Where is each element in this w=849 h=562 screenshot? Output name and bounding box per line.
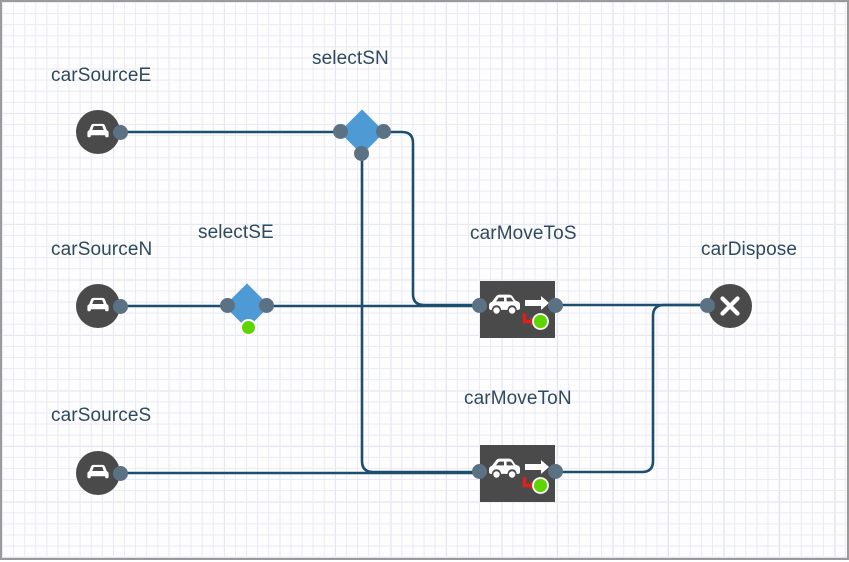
car-front-icon — [87, 123, 109, 138]
selectSN-port-in[interactable] — [333, 124, 348, 139]
edge-selectSN-carMoveToN[interactable] — [360, 154, 484, 474]
label-carSourceS: carSourceS — [51, 405, 152, 426]
carSourceS-port-out[interactable] — [113, 466, 128, 481]
carMoveToS-port-in[interactable] — [472, 298, 487, 313]
node-carMoveToS[interactable] — [472, 281, 563, 338]
selectSE-port-out2-active[interactable] — [240, 319, 257, 336]
car-front-icon — [87, 464, 109, 479]
node-carSourceE[interactable] — [76, 110, 128, 154]
node-carMoveToN[interactable] — [472, 445, 563, 502]
label-carMoveToS: carMoveToS — [470, 223, 577, 244]
car-front-icon — [87, 297, 109, 312]
edge-carMoveToN-carDispose[interactable] — [552, 303, 712, 474]
edge-selectSN-carMoveToS[interactable] — [384, 130, 484, 307]
carSourceE-body[interactable] — [76, 110, 120, 154]
carMoveToS-body[interactable] — [480, 281, 555, 338]
label-carSourceE: carSourceE — [51, 65, 152, 86]
label-carDispose: carDispose — [701, 239, 798, 260]
carMoveToN-port-out[interactable] — [548, 464, 563, 479]
carSourceS-body[interactable] — [76, 451, 120, 495]
label-carSourceN: carSourceN — [51, 239, 153, 260]
close-x-icon — [720, 296, 740, 316]
carMoveToN-port-in[interactable] — [472, 464, 487, 479]
carSourceN-port-out[interactable] — [113, 299, 128, 314]
selectSE-port-out1[interactable] — [259, 298, 274, 313]
car-move-icon — [488, 458, 549, 494]
carMoveToN-body[interactable] — [480, 445, 555, 502]
node-carSourceN[interactable] — [76, 284, 128, 328]
carDispose-port-in[interactable] — [700, 298, 715, 313]
selectSN-port-out2[interactable] — [354, 146, 369, 161]
selectSN-port-out1[interactable] — [376, 124, 391, 139]
label-selectSN: selectSN — [312, 48, 389, 69]
label-carMoveToN: carMoveToN — [464, 388, 572, 409]
selectSE-port-in[interactable] — [220, 298, 235, 313]
label-selectSE: selectSE — [198, 222, 274, 243]
node-carDispose[interactable] — [700, 284, 752, 328]
carSourceE-port-out[interactable] — [113, 125, 128, 140]
carMoveToS-port-out[interactable] — [548, 298, 563, 313]
node-carSourceS[interactable] — [76, 451, 128, 495]
carSourceN-body[interactable] — [76, 284, 120, 328]
node-selectSN[interactable] — [333, 109, 391, 161]
car-move-icon — [488, 294, 549, 330]
node-selectSE[interactable] — [220, 283, 274, 336]
carDispose-body[interactable] — [708, 284, 752, 328]
